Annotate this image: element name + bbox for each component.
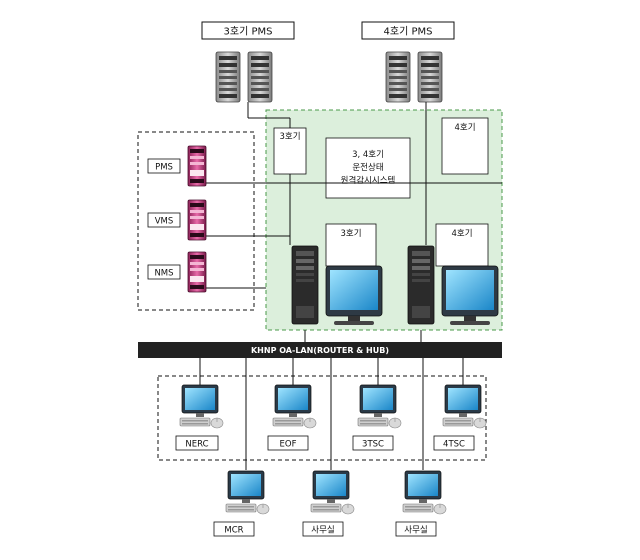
cluster-nms-label-box — [147, 264, 181, 280]
station-office-2: 사무실 — [395, 470, 447, 537]
pms-unit3-label: 3호기 PMS — [224, 26, 273, 38]
lan-bus — [138, 342, 502, 358]
cluster-vms-server — [187, 199, 207, 241]
zone-to-bus-links — [304, 330, 422, 342]
zone-box-unit3-mid-label: 3호기 — [340, 229, 361, 239]
zone-center-line1: 3, 4호기 — [352, 150, 384, 160]
station-office-2-label-box — [395, 521, 437, 537]
cluster-vms-label: VMS — [155, 217, 174, 227]
station-4tsc-label-box — [433, 435, 475, 451]
pms-unit3-server-b — [247, 51, 273, 103]
station-eof: EOF — [267, 384, 317, 451]
cluster-nms-server — [187, 251, 207, 293]
zone-center-line2: 운전상태 — [352, 162, 383, 173]
station-eof-pc-icon — [272, 384, 317, 429]
pms-group-unit3: 3호기 PMS — [201, 21, 295, 103]
station-office-1-label: 사무실 — [311, 525, 334, 536]
cluster-nms-label: NMS — [154, 269, 173, 279]
station-mcr-pc-icon — [225, 470, 270, 515]
zone-box-unit4-top — [441, 117, 489, 175]
management-cluster — [137, 131, 255, 311]
cluster-pms-label: PMS — [155, 163, 173, 173]
station-nerc: NERC — [175, 384, 224, 451]
station-4tsc-pc-icon — [442, 384, 487, 429]
station-office-1-label-box — [302, 521, 344, 537]
station-3tsc-label: 3TSC — [362, 440, 384, 450]
zone-center-line3: 원격감시시스템 — [341, 175, 396, 186]
station-office-2-label: 사무실 — [404, 525, 427, 536]
pms-group-unit4: 4호기 PMS — [361, 21, 455, 103]
zone-box-unit4-top-label: 4호기 — [454, 123, 475, 133]
station-eof-label: EOF — [280, 440, 297, 450]
zone-box-unit3-top-label: 3호기 — [279, 132, 300, 142]
station-mcr-label-box — [213, 521, 255, 537]
pms-unit4-server-a — [385, 51, 411, 103]
pms-unit3-label-box — [201, 21, 295, 40]
station-3tsc-pc-icon — [357, 384, 402, 429]
station-mcr-label: MCR — [224, 526, 243, 536]
station-nerc-label-box — [175, 435, 219, 451]
station-eof-label-box — [267, 435, 309, 451]
bus-drops — [199, 358, 464, 470]
cluster-item-vms: VMS — [147, 199, 207, 241]
zone-box-unit4-mid-label: 4호기 — [451, 229, 472, 239]
cluster-pms-label-box — [147, 158, 181, 174]
station-nerc-pc-icon — [179, 384, 224, 429]
station-3tsc-label-box — [352, 435, 394, 451]
station-nerc-label: NERC — [185, 440, 208, 450]
station-office-1: 사무실 — [302, 470, 355, 537]
cluster-pms-server — [187, 145, 207, 187]
station-mcr: MCR — [213, 470, 270, 537]
zone-box-unit3-mid — [325, 223, 377, 267]
pms-unit4-label-box — [361, 21, 455, 40]
station-4tsc: 4TSC — [433, 384, 487, 451]
station-3tsc: 3TSC — [352, 384, 402, 451]
pms-unit3-server-a — [215, 51, 241, 103]
station-office-1-pc-icon — [310, 470, 355, 515]
lan-bus-label: KHNP OA-LAN(ROUTER & HUB) — [251, 346, 389, 355]
cluster-vms-label-box — [147, 212, 181, 228]
zone-box-unit4-mid — [435, 223, 489, 267]
cluster-item-pms: PMS — [147, 145, 207, 187]
lan-station-group — [157, 375, 487, 461]
zone-center-box — [325, 137, 411, 199]
zone-box-unit3-top — [273, 127, 307, 175]
pms-unit4-label: 4호기 PMS — [384, 26, 433, 38]
cluster-item-nms: NMS — [147, 251, 207, 293]
pms-unit4-server-b — [417, 51, 443, 103]
station-4tsc-label: 4TSC — [443, 440, 465, 450]
station-office-2-pc-icon — [402, 470, 447, 515]
